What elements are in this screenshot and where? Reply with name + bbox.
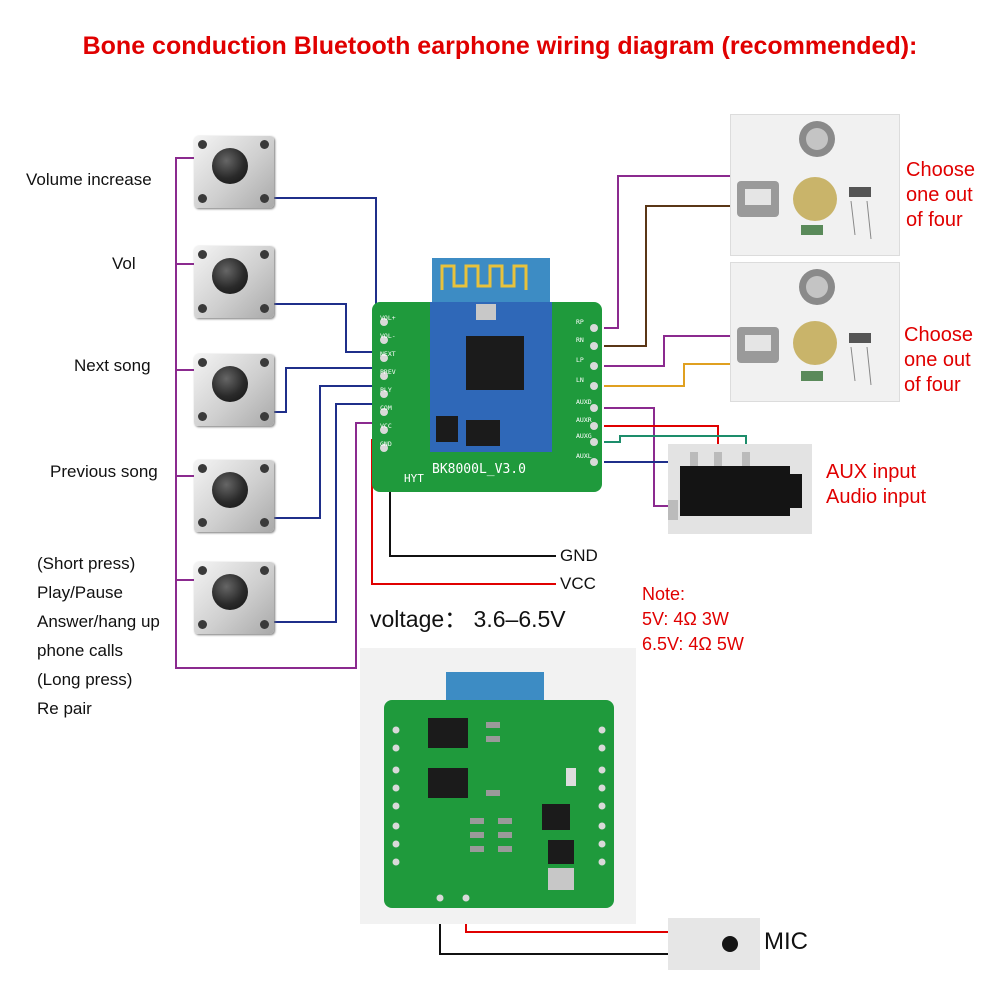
pin-label: NEXT <box>380 350 396 358</box>
vcc-label: VCC <box>560 574 596 593</box>
voltage-label: voltage： 3.6–6.5V <box>370 606 566 632</box>
pin-label: RN <box>576 336 584 344</box>
module-brand: HYT <box>404 472 424 485</box>
mic-label: MIC <box>764 928 808 955</box>
module-name: BK8000L_V3.0 <box>432 462 526 477</box>
note-heading: Note: <box>642 584 686 604</box>
note-line: 6.5V: 4Ω 5W <box>642 634 744 654</box>
pin-label: GND <box>380 440 392 448</box>
label-play-line: Re pair <box>37 699 92 718</box>
button-volume-increase[interactable] <box>194 136 274 208</box>
pin-label: VOL+ <box>380 314 396 322</box>
button-vol[interactable] <box>194 246 274 318</box>
pin-label: LN <box>576 376 584 384</box>
pin-label: AUXD <box>576 398 592 406</box>
gnd-label: GND <box>560 546 598 565</box>
button-previous-song[interactable] <box>194 460 274 532</box>
label-vol: Vol <box>112 254 136 273</box>
note-line: 5V: 4Ω 3W <box>642 609 729 629</box>
button-next-song[interactable] <box>194 354 274 426</box>
button-play-pause[interactable] <box>194 562 274 634</box>
diagram-title: Bone conduction Bluetooth earphone wirin… <box>82 32 918 60</box>
wire-next <box>272 367 384 413</box>
audio-input-label: Audio input <box>826 486 927 508</box>
label-play-line: Answer/hang up <box>37 612 160 631</box>
wire-auxg <box>604 435 747 446</box>
pin-label: RP <box>576 318 584 326</box>
speaker-options-photo <box>730 114 900 256</box>
aux-input-label: AUX input <box>826 461 917 483</box>
wire-vol-minus <box>272 303 384 353</box>
label-play-line: (Long press) <box>37 670 133 689</box>
pin-label: AUXL <box>576 452 592 460</box>
pin-label: AUXR <box>576 416 592 424</box>
wire-rn <box>604 205 732 347</box>
label-next-song: Next song <box>74 356 151 375</box>
speaker-options-photo <box>730 262 900 402</box>
wire-rp <box>604 175 732 329</box>
pin-label: AUXG <box>576 432 592 440</box>
label-volume-increase: Volume increase <box>26 170 152 189</box>
wire-prev <box>272 385 384 519</box>
wire-auxr <box>604 425 719 446</box>
label-previous-song: Previous song <box>50 462 158 481</box>
pin-label: VOL- <box>380 332 396 340</box>
pin-label: LP <box>576 356 584 364</box>
wire-auxd <box>604 407 672 507</box>
wire-ln <box>604 363 732 387</box>
wire-play <box>272 403 384 623</box>
wire-common <box>175 157 380 669</box>
pin-label: PREV <box>380 368 396 376</box>
label-play-line: phone calls <box>37 641 124 660</box>
wire-lp <box>604 335 732 367</box>
label-play-line: (Short press) <box>37 554 136 573</box>
pin-label: PLY <box>380 386 392 394</box>
label-play-line: Play/Pause <box>37 583 123 602</box>
pin-label: VCC <box>380 422 392 430</box>
pin-label: COM <box>380 404 392 412</box>
